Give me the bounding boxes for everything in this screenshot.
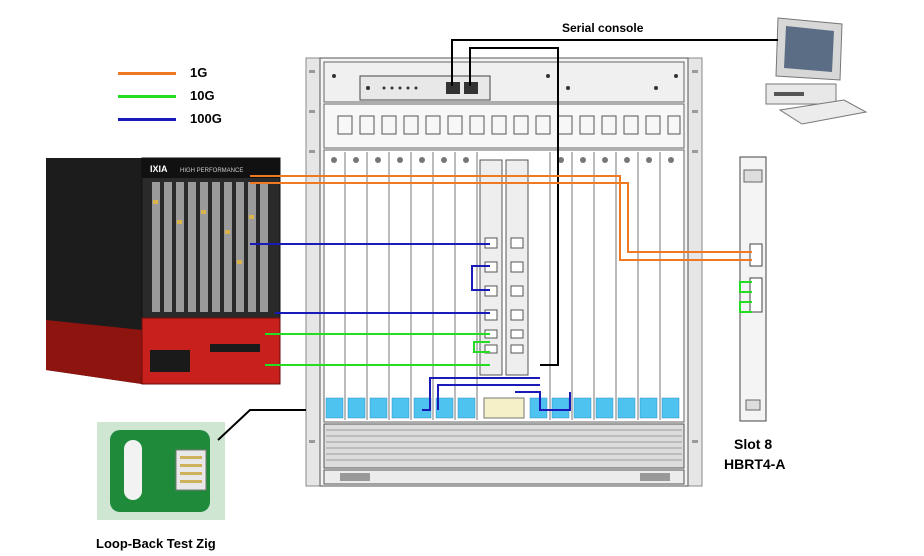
ixia-model: HIGH PERFORMANCE: [180, 168, 243, 174]
ixia-chassis: IXIA HIGH PERFORMANCE: [46, 157, 281, 385]
slot-number-label: Slot 8: [734, 436, 773, 452]
serial-cables: [451, 39, 778, 366]
main-chassis: [305, 57, 703, 487]
slot8-board: [739, 156, 767, 422]
cables-100g: [250, 243, 571, 411]
zig-pointer: [217, 409, 306, 441]
legend-label-10g: 10G: [190, 88, 215, 103]
cables-10g: [265, 281, 752, 366]
loopback-label: Loop-Back Test Zig: [96, 536, 216, 551]
legend-line-100g: [118, 118, 176, 121]
legend-label-1g: 1G: [190, 65, 208, 80]
loopback-zig: [97, 422, 225, 520]
cables-1g: [250, 175, 752, 261]
serial-console-label: Serial console: [562, 21, 644, 35]
ixia-brand: IXIA: [150, 164, 168, 174]
pc-computer: [765, 17, 868, 125]
legend-line-1g: [118, 72, 176, 75]
legend-line-10g: [118, 95, 176, 98]
legend-label-100g: 100G: [190, 111, 222, 126]
board-name-label: HBRT4-A: [724, 456, 786, 472]
